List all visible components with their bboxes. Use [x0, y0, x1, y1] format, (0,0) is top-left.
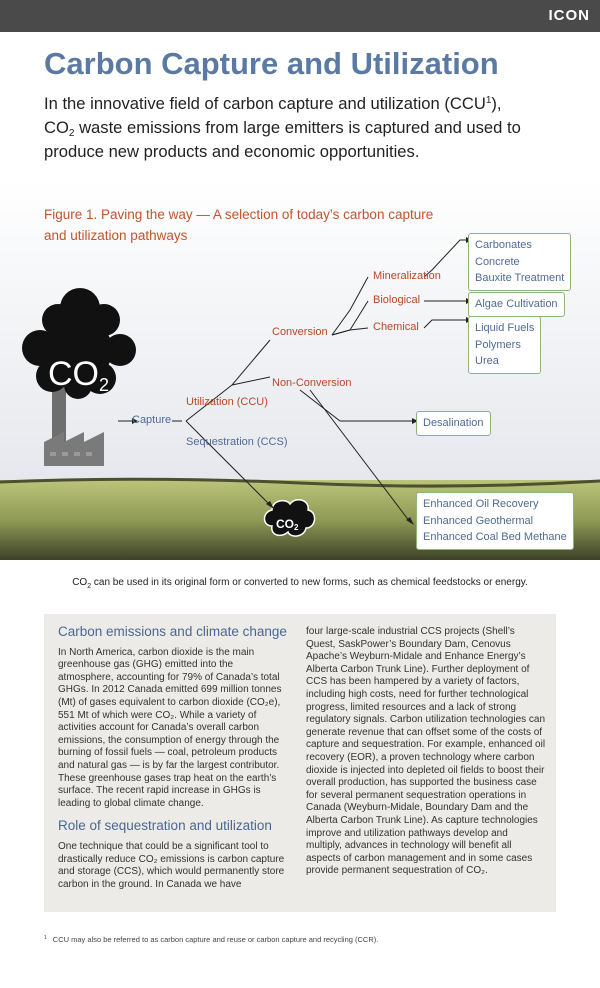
paragraph-sequestration: One technique that could be a significan…	[58, 840, 285, 890]
node-capture: Capture	[132, 414, 172, 426]
node-biological: Biological	[373, 294, 421, 306]
page-title: Carbon Capture and Utilization	[44, 46, 499, 81]
intro-paragraph: In the innovative field of carbon captur…	[44, 94, 521, 161]
box-biological: Algae Cultivation	[468, 292, 565, 317]
info-panel: Carbon emissions and climate change In N…	[44, 614, 556, 912]
top-bar: ICON	[0, 0, 600, 32]
node-conversion: Conversion	[272, 326, 328, 338]
co2-cloud-label: CO2	[48, 355, 110, 395]
co2-underground-icon	[263, 499, 316, 537]
box-mineralization: Carbonates Concrete Bauxite Treatment	[468, 233, 572, 291]
figure-caption: Figure 1. Paving the way — A selection o…	[44, 207, 434, 243]
box-desalination: Desalination	[416, 411, 491, 436]
box-chemical: Liquid Fuels Polymers Urea	[468, 316, 542, 374]
node-sequestration: Sequestration (CCS)	[186, 436, 288, 448]
co2-cloud-icon	[22, 288, 136, 399]
node-mineralization: Mineralization	[373, 270, 441, 282]
ground-horizon	[0, 477, 600, 488]
node-non-conversion: Non-Conversion	[272, 377, 352, 389]
heading-emissions: Carbon emissions and climate change	[58, 624, 287, 639]
panel-column-right: four large-scale industrial CCS projects…	[306, 626, 546, 888]
heading-sequestration: Role of sequestration and utilization	[58, 818, 272, 834]
panel-column-left: Carbon emissions and climate change In N…	[58, 624, 290, 901]
box-sequestration-uses: Enhanced Oil Recovery Enhanced Geotherma…	[416, 492, 574, 550]
icon-logo: ICON	[548, 7, 590, 24]
node-utilization: Utilization (CCU)	[186, 396, 268, 408]
pathway-lines	[118, 239, 466, 523]
co2-underground-label: CO2	[276, 517, 299, 532]
paragraph-ccs-projects: four large-scale industrial CCS projects…	[306, 626, 546, 877]
paragraph-emissions: In North America, carbon dioxide is the …	[58, 646, 282, 809]
node-chemical: Chemical	[373, 321, 419, 333]
factory-icon	[44, 380, 104, 466]
figure-note: CO2 can be used in its original form or …	[72, 577, 528, 590]
